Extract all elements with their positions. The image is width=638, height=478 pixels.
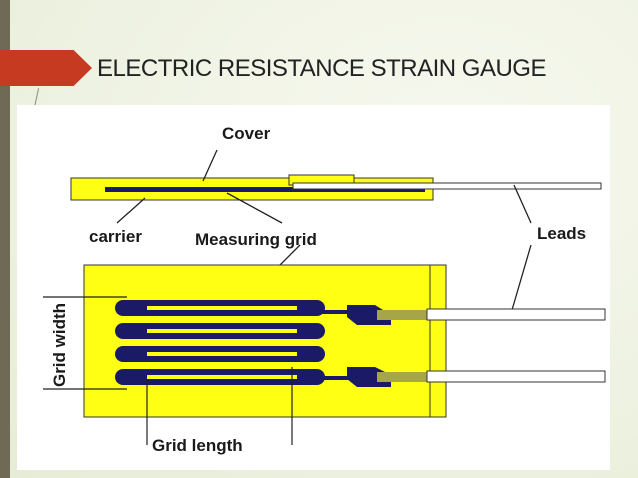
lead-wire-top [426, 308, 606, 321]
title-arrow-marker [0, 50, 92, 86]
label-measuring-grid: Measuring grid [195, 230, 317, 249]
side-lead-wire [292, 182, 602, 190]
grid-gap-1 [147, 306, 297, 310]
cover-pointer [202, 149, 218, 182]
label-grid-width: Grid width [50, 303, 69, 387]
side-measuring-grid [105, 187, 425, 192]
lead-insulation-top [377, 310, 427, 320]
dimension-lines [43, 296, 293, 445]
leads-top-pointer [511, 244, 532, 311]
carrier-pointer [116, 197, 146, 224]
top-view [83, 264, 606, 418]
grid-loops [115, 300, 325, 385]
label-carrier: carrier [89, 227, 142, 246]
strain-gauge-svg: Cover carrier Measuring grid Leads Grid … [43, 124, 606, 455]
slide-title: ELECTRIC RESISTANCE STRAIN GAUGE [97, 55, 546, 82]
measuring-grid-side-pointer [226, 192, 283, 224]
grid-gap-2 [147, 329, 297, 333]
label-grid-length: Grid length [152, 436, 243, 455]
strain-gauge-diagram: Cover carrier Measuring grid Leads Grid … [17, 105, 610, 470]
lead-insulation-bottom [377, 372, 427, 382]
leads-side-pointer [513, 184, 532, 224]
top-carrier [83, 264, 447, 418]
left-accent-bar [0, 0, 10, 478]
grid-to-tab-bottom [317, 376, 367, 380]
label-leads: Leads [537, 224, 586, 243]
lead-wire-bottom [426, 370, 606, 383]
side-view [70, 174, 602, 201]
grid-gap-3 [147, 352, 297, 356]
label-cover: Cover [222, 124, 271, 143]
grid-gap-4 [147, 375, 297, 379]
grid-to-tab-top [317, 310, 367, 314]
